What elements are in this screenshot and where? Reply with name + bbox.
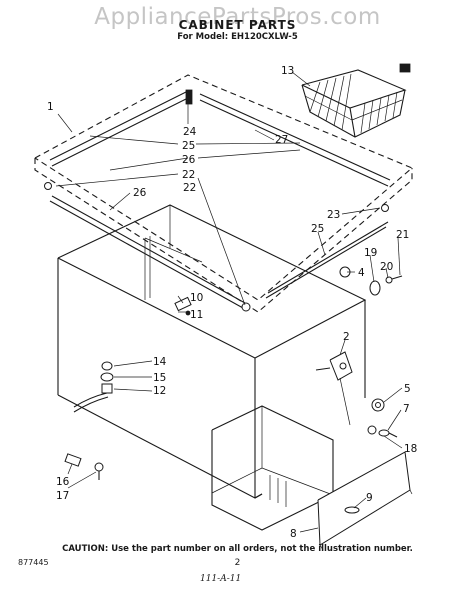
- model-subtitle: For Model: EH120CXLW-5: [177, 32, 298, 42]
- callout-22-a: 22: [182, 169, 195, 181]
- callout-18: 18: [404, 443, 417, 455]
- callout-16: 16: [56, 476, 70, 488]
- callout-19: 19: [364, 247, 377, 259]
- callout-15: 15: [153, 372, 166, 384]
- callout-9: 9: [366, 492, 373, 504]
- callout-21: 21: [396, 229, 409, 241]
- callout-25-b: 25: [311, 223, 324, 235]
- callout-24: 24: [183, 126, 197, 138]
- compressor-compartment: [211, 405, 334, 531]
- drain-parts: [73, 361, 114, 413]
- callout-1: 1: [47, 101, 54, 113]
- callout-7: 7: [403, 403, 410, 415]
- caution-note: CAUTION: Use the part number on all orde…: [62, 544, 413, 554]
- page-title: CABINET PARTS: [178, 18, 297, 32]
- access-cover: [317, 451, 413, 551]
- drain-cap: [64, 453, 104, 480]
- side-parts: [367, 398, 398, 438]
- lid-hardware: [44, 89, 389, 312]
- callout-26-b: 26: [133, 187, 147, 199]
- callout-20: 20: [380, 261, 393, 273]
- date-code: 111-A-11: [200, 574, 242, 584]
- callout-14: 14: [153, 356, 167, 368]
- callout-13: 13: [281, 65, 294, 77]
- callout-8: 8: [290, 528, 297, 540]
- callout-27: 27: [275, 134, 288, 146]
- callout-4: 4: [358, 267, 365, 279]
- callout-2: 2: [343, 331, 350, 343]
- gasket-strips: [49, 90, 391, 309]
- callout-12: 12: [153, 385, 166, 397]
- callout-22-b: 22: [183, 182, 196, 194]
- lid-outline: [34, 74, 414, 313]
- cabinet-body: [57, 204, 367, 499]
- lid-switch: [174, 296, 192, 316]
- catalog-number: 877445: [18, 558, 49, 567]
- page-number: 2: [234, 558, 241, 568]
- hinge-parts: [339, 266, 403, 296]
- callout-26-a: 26: [182, 154, 196, 166]
- callout-23: 23: [327, 209, 340, 221]
- basket: [301, 63, 411, 138]
- callout-25-a: 25: [182, 140, 195, 152]
- temperature-control: [315, 351, 353, 426]
- callout-17: 17: [56, 490, 69, 502]
- callout-5: 5: [404, 383, 411, 395]
- callout-11: 11: [190, 309, 203, 321]
- callout-10: 10: [190, 292, 203, 304]
- leader-lines: [55, 71, 403, 533]
